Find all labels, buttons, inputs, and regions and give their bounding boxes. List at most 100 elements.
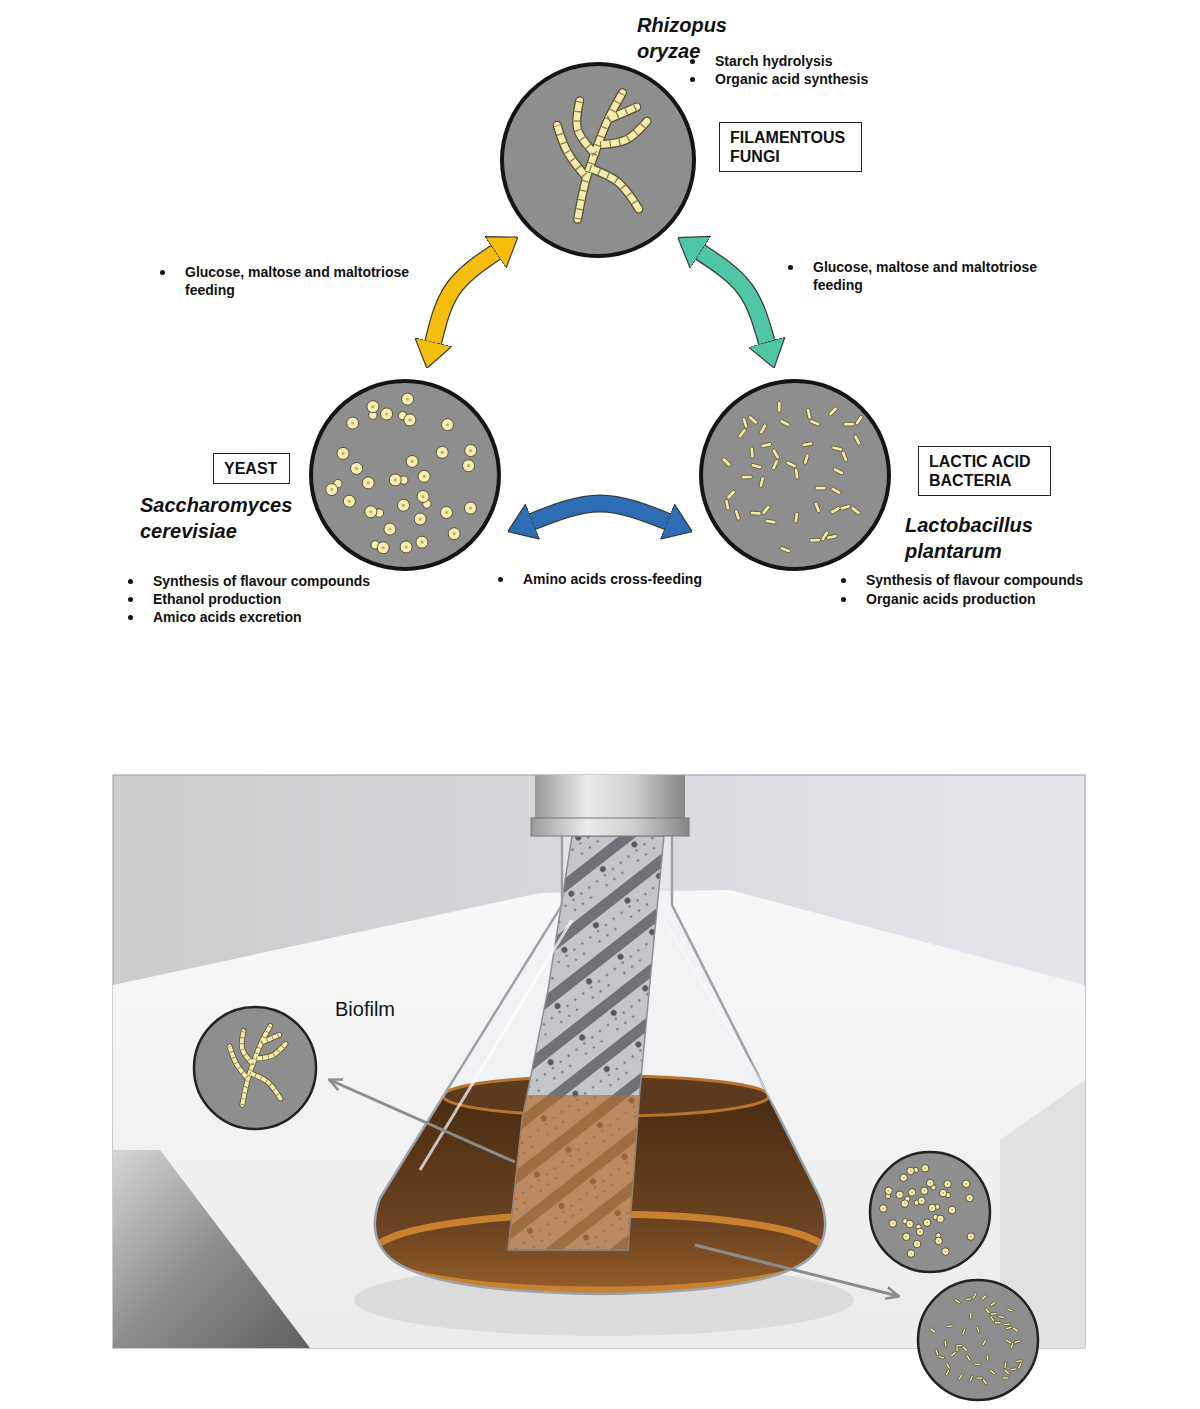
yeast-body (962, 1180, 970, 1188)
bacterium (802, 441, 813, 447)
yeast-body (362, 477, 374, 489)
yeast-nucleus (923, 1190, 925, 1192)
yeast-cell (402, 393, 414, 405)
yeast-cell (885, 1187, 893, 1199)
rod-cell (833, 467, 844, 475)
hypha (577, 101, 595, 154)
rod-cell (853, 434, 861, 445)
bacterium (828, 406, 838, 416)
rod-cell (1005, 1326, 1012, 1330)
bacterium (838, 500, 861, 521)
rod-cell (962, 1345, 968, 1352)
yeast-cell (362, 477, 374, 489)
yeast-cell (939, 1189, 950, 1197)
yeast-nucleus (421, 495, 424, 498)
yeast-cell (896, 1191, 904, 1199)
yeast-nucleus (899, 1194, 901, 1196)
yeast-cell (326, 479, 342, 495)
yeast-cell (933, 1214, 944, 1222)
microbe-group (311, 381, 499, 569)
yeast-nucleus (947, 1183, 949, 1185)
rod-cell (726, 489, 736, 500)
rod-cell (935, 1349, 939, 1356)
bacterium (777, 401, 781, 412)
hypha (250, 1073, 281, 1098)
exchange-arrow (433, 252, 495, 342)
rod-cell (748, 415, 759, 425)
bacterium (833, 467, 844, 475)
rod-cell (802, 441, 813, 447)
circle-outline (699, 379, 891, 571)
rod-cell (946, 1325, 953, 1328)
yeast-nucleus (367, 481, 370, 484)
yeast-body (367, 401, 379, 413)
yeast-body (389, 474, 401, 486)
rod-cell (1014, 1340, 1021, 1344)
hypha-septa (578, 93, 623, 220)
yeast-cell (448, 528, 460, 540)
bacterium (830, 442, 848, 465)
rod-cell (741, 475, 752, 479)
bacterium (1016, 1360, 1023, 1363)
yeast-nucleus (453, 532, 456, 535)
yeast-nucleus (330, 488, 333, 491)
yeast-body (465, 445, 477, 457)
yeast-cell (928, 1204, 940, 1212)
metal-bar (113, 1150, 310, 1348)
yeast-body (921, 1187, 929, 1195)
yeast-cell (935, 1233, 943, 1245)
yeast-cell (948, 1206, 956, 1214)
rod-cell (777, 401, 781, 412)
yeast-nucleus (931, 1207, 933, 1209)
rod-cell (765, 519, 776, 525)
yeast-body (448, 528, 460, 540)
bacterium (750, 503, 771, 516)
rod-cell (806, 408, 812, 420)
yeast-nucleus (910, 1253, 912, 1255)
yeast-nucleus (348, 500, 351, 503)
yeast-body (381, 408, 393, 420)
bullet-dot (841, 597, 846, 602)
yeast-nucleus (970, 1236, 972, 1238)
yeast-body (942, 1248, 950, 1256)
rod-cell (809, 538, 820, 542)
yeast-nucleus (394, 478, 397, 481)
callout-label: Biofilm (335, 997, 395, 1021)
hypha-septa (256, 1044, 285, 1059)
rod-cell (969, 1375, 974, 1382)
rod-cell (1010, 1368, 1017, 1371)
bacterium (1002, 1377, 1009, 1379)
bacterium (759, 423, 767, 434)
yeast-cell (914, 1197, 925, 1205)
rod-cell (998, 1315, 1005, 1319)
yeast-nucleus (445, 511, 448, 514)
yeast-cell (417, 490, 431, 508)
rod-cell (814, 502, 821, 514)
yeast-body (896, 1191, 904, 1199)
rod-cell (785, 460, 796, 468)
yeast-body (384, 523, 396, 535)
arrow-outline (433, 252, 495, 342)
bacterium (969, 1312, 971, 1319)
bullet-dot (128, 597, 133, 602)
bacterium (962, 1328, 966, 1335)
function-item: Amico acids excretion (153, 608, 302, 626)
bacterium (741, 475, 752, 479)
bullet-dot (128, 615, 133, 620)
text-holder: Starch hydrolysis (690, 52, 833, 70)
rod-cell (780, 546, 792, 553)
yeast-cell (416, 536, 428, 548)
yeast-cell (441, 419, 453, 431)
yeast-cell (900, 1174, 908, 1182)
yeast-body (944, 1180, 952, 1188)
bacterium (975, 1374, 988, 1388)
arrow-outline (533, 504, 667, 522)
bacterium (976, 1326, 980, 1333)
yeast-nucleus (422, 475, 425, 478)
bacterium (981, 1294, 988, 1300)
bacterium (759, 476, 765, 488)
flask-outline (375, 832, 825, 1294)
yeast-nucleus (405, 545, 408, 548)
bacterium (941, 1362, 953, 1376)
